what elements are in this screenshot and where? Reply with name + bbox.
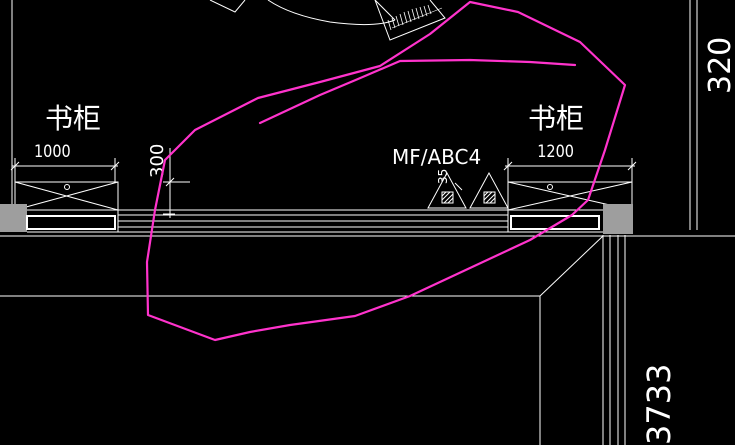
right-wall-lines [602,0,698,445]
left-cabinet [14,181,119,211]
right-cabinet-dim-text: 1200 [537,141,574,161]
markup-cloud-outline [145,0,627,342]
wall-columns [0,204,633,234]
equipment-dim-text: 35 [436,169,450,184]
right-cabinet-label: 书柜 [528,102,584,135]
right-bottom-dim-text: 3733 [640,364,678,445]
left-cabinet-dimension [10,158,120,182]
right-top-dim-text: 320 [703,37,735,94]
left-cabinet-label: 书柜 [45,102,101,135]
round-table-fragment [209,0,446,41]
left-cabinet-dim-text: 1000 [34,141,71,161]
lower-room-outline [0,235,735,445]
equipment-tag: MF/ABC4 [392,145,481,169]
cabinet-base-slabs [26,215,600,230]
right-cabinet-dimension [503,158,637,182]
window-wall-lines [27,209,603,233]
markup-annotation [145,0,627,342]
chair-hatch [387,4,432,31]
markup-stroke-line [258,58,577,125]
left-vertical-dimension [163,148,190,218]
extinguisher-symbols [427,171,509,209]
